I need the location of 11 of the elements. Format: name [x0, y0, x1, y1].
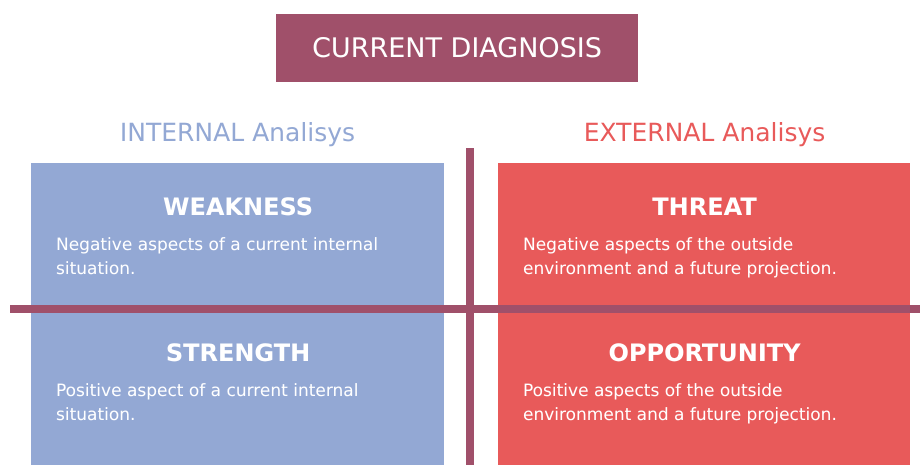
quadrant-description: Positive aspects of the outside environment and a future projection. — [523, 380, 838, 427]
column-heading: INTERNAL Analisys — [118, 118, 356, 147]
quadrant-heading: OPPORTUNITY — [607, 339, 802, 367]
column-heading: EXTERNAL Analisys — [582, 118, 826, 147]
title-banner: CURRENT DIAGNOSIS — [276, 14, 638, 82]
quadrant-heading: THREAT — [651, 193, 758, 221]
quadrant-description: Negative aspects of the outside environment and a future projection. — [523, 234, 838, 281]
quadrant-description: Negative aspects of a current internal situation. — [56, 234, 380, 281]
quadrant-heading: STRENGTH — [164, 339, 312, 367]
quadrant-description: Positive aspect of a current internal situation. — [56, 380, 360, 427]
quadrant-heading: WEAKNESS — [162, 193, 314, 221]
